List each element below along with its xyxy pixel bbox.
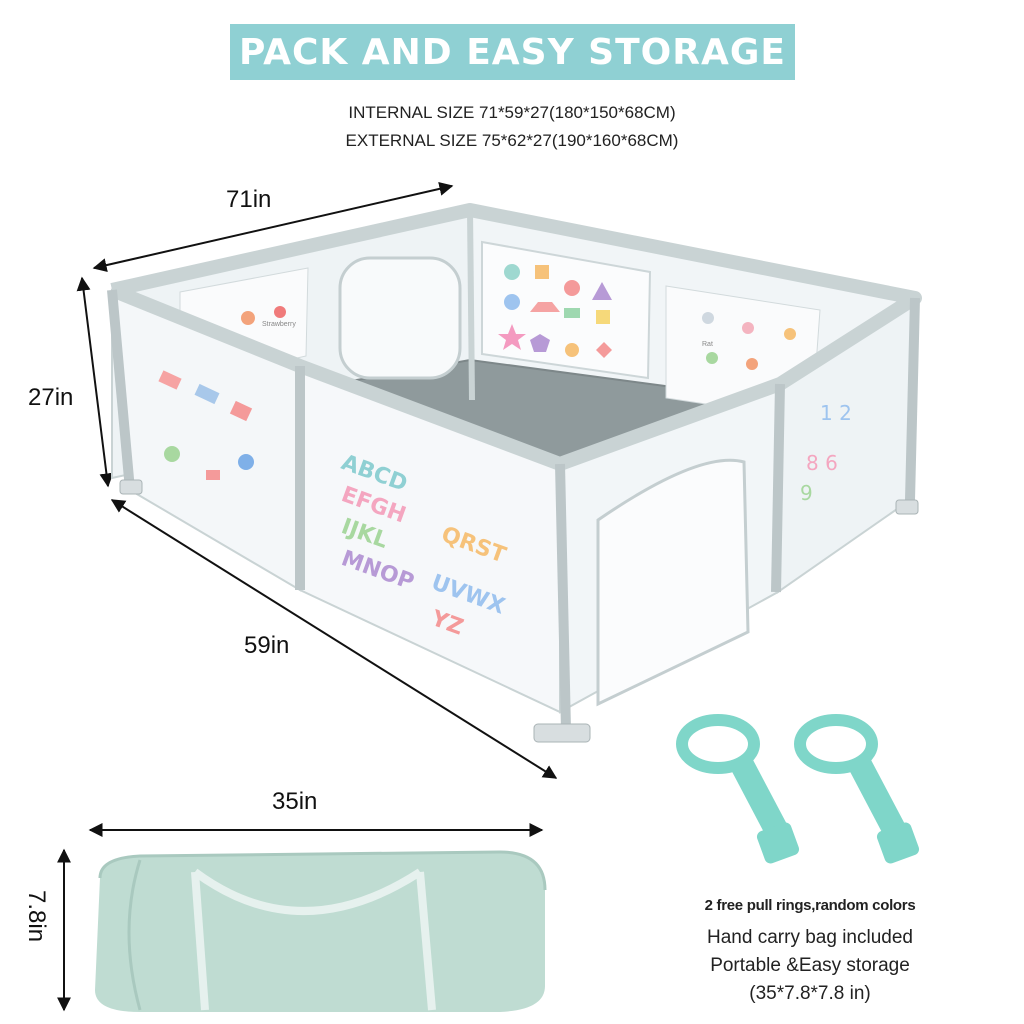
height-label: 27in: [28, 384, 74, 411]
bag-included-text: Hand carry bag included: [707, 927, 913, 948]
shape-label: Rat: [702, 341, 713, 348]
svg-text:1 2: 1 2: [820, 401, 852, 425]
playpen: Strawberry Rat ABCD EFGH IJKL MNOP QRST …: [107, 203, 922, 743]
height-arrow: [76, 276, 114, 488]
shape-label: Strawberry: [262, 321, 296, 328]
svg-text:8 6: 8 6: [806, 451, 838, 475]
bag-length-label: 35in: [272, 788, 318, 815]
pull-ring-right: [794, 714, 920, 864]
bag-size-text: (35*7.8*7.8 in): [749, 983, 871, 1004]
front-door: [596, 458, 750, 707]
playpen-floor: [300, 360, 770, 470]
title-banner: PACK AND EASY STORAGE: [230, 24, 795, 80]
svg-text:9: 9: [800, 481, 813, 505]
length-arrow: [92, 181, 454, 273]
pull-rings-text: 2 free pull rings,random colors: [704, 897, 916, 914]
length-label: 71in: [226, 186, 272, 213]
external-size-text: EXTERNAL SIZE 75*62*27(190*160*68CM): [345, 131, 679, 150]
width-label: 59in: [244, 632, 290, 659]
carry-bag: [95, 850, 547, 1012]
portable-text: Portable &Easy storage: [710, 955, 910, 976]
page-title: PACK AND EASY STORAGE: [239, 31, 786, 73]
width-arrow: [110, 499, 558, 779]
bag-handle: [192, 868, 423, 915]
internal-size-text: INTERNAL SIZE 71*59*27(180*150*68CM): [348, 103, 676, 122]
bag-height-label: 7.8in: [23, 890, 50, 943]
pull-ring-left: [676, 714, 800, 864]
back-door: [338, 256, 462, 380]
